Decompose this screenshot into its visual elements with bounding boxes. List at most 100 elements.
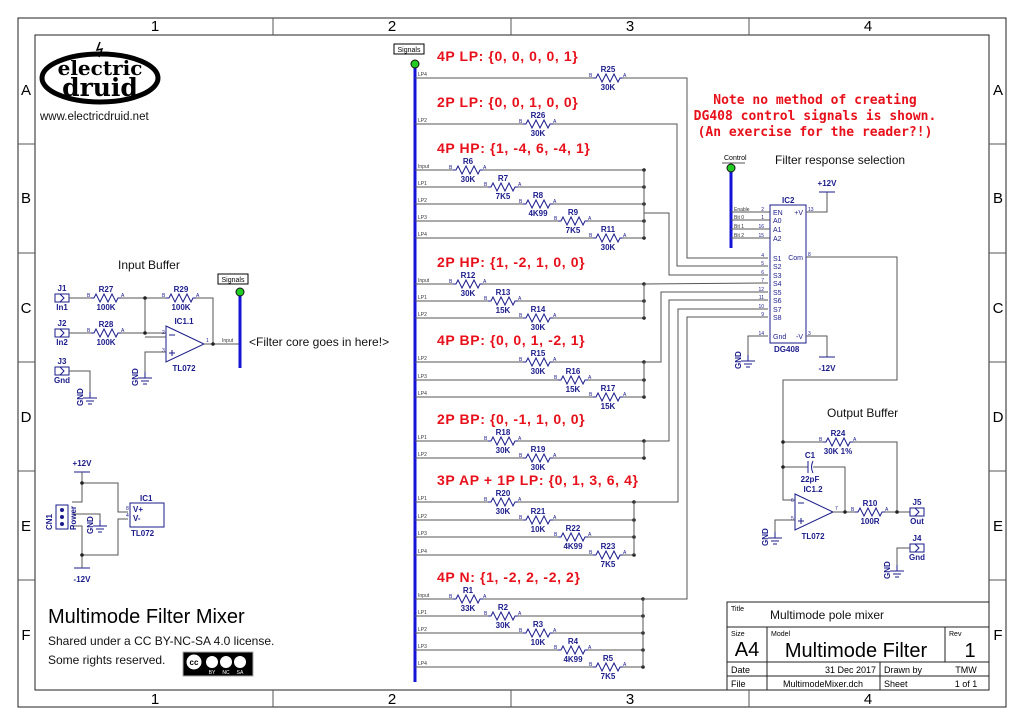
ground-icon — [93, 525, 107, 533]
pin-number: 5 — [761, 261, 764, 267]
junction-dot — [781, 440, 785, 444]
ground-icon — [138, 377, 152, 385]
pin-label: A — [483, 165, 487, 171]
ic-part: TL072 — [131, 529, 155, 538]
output-buffer-title: Output Buffer — [827, 406, 898, 420]
section-title: 3P AP + 1P LP: {0, 1, 3, 6, 4} — [437, 472, 639, 488]
resistor-icon — [558, 215, 588, 227]
wire — [644, 291, 768, 363]
selector-title: Filter response selection — [775, 153, 905, 167]
pin-label: A — [588, 645, 592, 651]
pin-label: A — [623, 550, 627, 556]
bus-tap-label: LP3 — [418, 531, 427, 537]
pin-label: B — [484, 497, 488, 503]
resistor-ref: R1 — [463, 586, 474, 595]
row-label: C — [21, 300, 32, 317]
cc-term-icon — [206, 656, 218, 668]
ground-label: GND — [883, 561, 892, 579]
opamp-polarity-icon — [169, 334, 175, 356]
resistor-value: 30K — [531, 367, 546, 376]
jack-arrow-icon — [59, 366, 65, 376]
bus-tap-label: Input — [418, 164, 430, 170]
power-rail-label: +12V — [818, 179, 838, 188]
ic-pin-name: Gnd — [773, 334, 786, 341]
bus-label: Control — [724, 155, 747, 162]
resistor-ref: R8 — [533, 191, 544, 200]
resistor — [166, 292, 196, 304]
cc-term: SA — [237, 670, 244, 676]
opamp-polarity-icon — [798, 502, 804, 524]
resistor-value: 100K — [171, 303, 190, 312]
resistor-icon — [558, 374, 588, 386]
pin-label: B — [519, 357, 523, 363]
rev-value: 1 — [964, 640, 975, 662]
column-label: 2 — [388, 691, 396, 708]
pin-label: B — [449, 165, 453, 171]
ic-pin-name: A2 — [773, 236, 782, 243]
pin-label: B — [589, 550, 593, 556]
pin-number: 16 — [758, 224, 764, 230]
resistor — [593, 549, 623, 561]
section-title: 4P LP: {0, 0, 0, 0, 1} — [437, 48, 578, 64]
resistor-ref: R22 — [566, 524, 581, 533]
pin-label: A — [553, 453, 557, 459]
resistor-icon — [453, 593, 483, 605]
pin-number: 4 — [126, 513, 129, 519]
date-value: 31 Dec 2017 — [825, 665, 876, 675]
bus-label-box — [217, 273, 249, 285]
column-label: 4 — [864, 18, 872, 35]
jack-ref: J3 — [58, 357, 67, 366]
filter-core-note: <Filter core goes in here!> — [249, 335, 389, 349]
date-label: Date — [731, 665, 750, 675]
pin-number: 3 — [808, 331, 811, 337]
bus-label: Signals — [222, 277, 245, 284]
title-block-grid — [726, 601, 989, 690]
pin-label: A — [623, 662, 627, 668]
jack-icon — [909, 507, 925, 517]
cc-term-icon — [220, 656, 232, 668]
resistor-ref: R11 — [601, 225, 616, 234]
resistor-ref: R17 — [601, 384, 616, 393]
pin-number: 3 — [162, 348, 165, 354]
bus-tap-label: LP1 — [418, 295, 427, 301]
resistor-value: 100R — [860, 517, 879, 526]
bus-tap-label: LP1 — [418, 181, 427, 187]
pin-number: 7 — [835, 506, 838, 512]
cc-term: BY — [209, 670, 216, 676]
resistor-value: 33K — [461, 604, 476, 613]
resistor — [453, 593, 483, 605]
resistor — [823, 436, 853, 448]
row-label: D — [993, 409, 1004, 426]
column-label: 3 — [626, 691, 634, 708]
resistor-icon — [488, 496, 518, 508]
pin-label: B — [519, 453, 523, 459]
opamp-ref: IC1.2 — [803, 485, 823, 494]
pin-label: A — [553, 628, 557, 634]
resistor — [593, 72, 623, 84]
logo-url: www.electricdruid.net — [39, 111, 149, 123]
jack-ref: J5 — [913, 498, 922, 507]
jack-label: Gnd — [54, 376, 70, 385]
cc-text: cc — [190, 658, 199, 667]
jack-label: In2 — [56, 338, 68, 347]
section-title: 2P LP: {0, 0, 1, 0, 0} — [437, 94, 578, 110]
pin-label: B — [484, 436, 488, 442]
cc-term: NC — [222, 670, 230, 676]
ic-pin-name: S8 — [773, 315, 782, 322]
control-tap-label: Bit 2 — [734, 233, 744, 239]
resistor — [523, 514, 553, 526]
bus-label-box — [393, 43, 425, 55]
resistor-ref: R5 — [603, 654, 614, 663]
pin-number: 1 — [206, 338, 209, 344]
cc-term-icon — [234, 656, 246, 668]
resistor-icon — [488, 295, 518, 307]
bus-tap-label: LP2 — [418, 452, 427, 458]
resistor-value: 4K99 — [563, 542, 583, 551]
pin-label: A — [853, 437, 857, 443]
bus-tap-label: LP1 — [418, 610, 427, 616]
ic-pin-name: S6 — [773, 298, 782, 305]
bus-tap-label: LP1 — [418, 496, 427, 502]
pin-number: 6 — [791, 498, 794, 504]
row-label: B — [993, 190, 1003, 207]
